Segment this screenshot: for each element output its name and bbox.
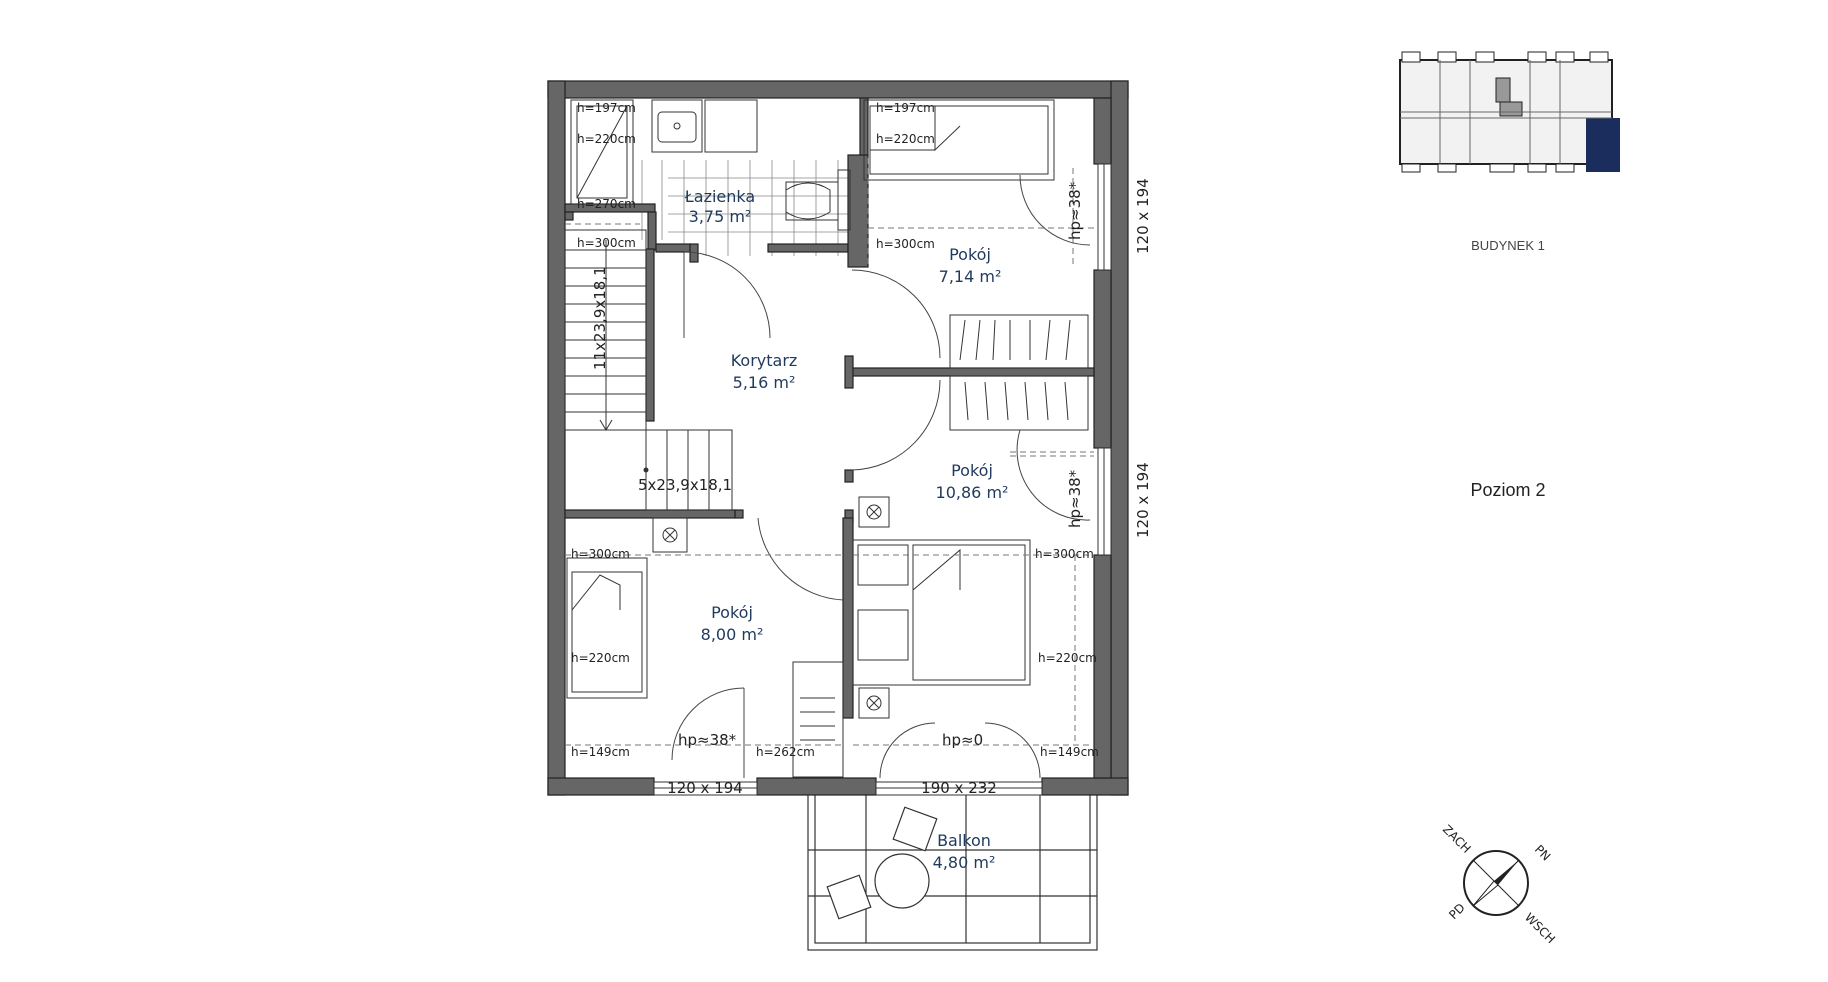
staircase <box>564 229 733 511</box>
key-plan-apartment-highlight <box>1586 118 1620 172</box>
room-name-lazienka: Łazienka <box>684 187 755 206</box>
stair-dimension-label: 5x23,9x18,1 <box>638 476 732 494</box>
compass-north: PN <box>1532 842 1553 863</box>
stair-dimension-label: 11x23,9x18,1 <box>591 266 609 370</box>
balcony-table <box>874 853 930 909</box>
height-label: h=220cm <box>876 132 935 146</box>
room-area-pokoj-e: 10,86 m² <box>936 483 1009 502</box>
height-label: h=197cm <box>577 101 636 115</box>
height-label: h=300cm <box>571 547 630 561</box>
balcony-chair <box>826 874 872 920</box>
room-name-balkon: Balkon <box>937 831 991 850</box>
room-name-pokoj-sw: Pokój <box>711 603 753 622</box>
compass-icon <box>1463 850 1529 916</box>
key-plan <box>1399 51 1620 173</box>
balcony-chair <box>892 806 938 852</box>
bed <box>863 99 1055 181</box>
height-label: h=149cm <box>1040 745 1099 759</box>
balcony <box>807 793 1098 951</box>
building-label: BUDYNEK 1 <box>1471 238 1545 253</box>
room-name-pokoj-ne: Pokój <box>949 245 991 264</box>
bathroom-tiles <box>641 160 868 256</box>
window-size-label: 120 x 194 <box>667 779 743 797</box>
height-label: h=197cm <box>876 101 935 115</box>
shower <box>570 99 634 205</box>
height-label: h=149cm <box>571 745 630 759</box>
washing-machine <box>704 99 758 153</box>
wardrobe <box>949 375 1089 431</box>
room-name-pokoj-e: Pokój <box>951 461 993 480</box>
compass-east: WSCH <box>1522 910 1558 946</box>
windows <box>653 163 1112 796</box>
room-area-lazienka: 3,75 m² <box>689 207 752 226</box>
sill-height-label: hp≈0 <box>942 731 983 749</box>
fixtures <box>570 99 851 231</box>
height-label: h=262cm <box>756 745 815 759</box>
compass-west: ZACH <box>1440 822 1474 856</box>
height-label: h=220cm <box>577 132 636 146</box>
window-size-label: 120 x 194 <box>1134 178 1152 254</box>
wardrobe <box>792 661 844 778</box>
bed <box>566 557 648 699</box>
doors <box>671 174 1091 779</box>
furniture <box>566 99 1089 778</box>
height-label: h=220cm <box>1038 651 1097 665</box>
room-name-korytarz: Korytarz <box>731 351 798 370</box>
height-label: h=220cm <box>571 651 630 665</box>
walls <box>547 80 1129 796</box>
height-label: h=300cm <box>876 237 935 251</box>
window-size-label: 120 x 194 <box>1134 462 1152 538</box>
sill-height-label: hp≈38* <box>1066 181 1084 240</box>
room-area-pokoj-sw: 8,00 m² <box>701 625 764 644</box>
sill-height-label: hp≈38* <box>678 731 737 749</box>
room-area-pokoj-ne: 7,14 m² <box>939 267 1002 286</box>
bed <box>852 539 1031 686</box>
wardrobe <box>949 314 1089 369</box>
level-label: Poziom 2 <box>1470 480 1545 500</box>
height-label: h=300cm <box>577 236 636 250</box>
sill-height-label: hp≈38* <box>1066 469 1084 528</box>
compass-south: PD <box>1446 901 1468 923</box>
height-label: h=270cm <box>577 197 636 211</box>
room-area-balkon: 4,80 m² <box>933 853 996 872</box>
window-size-label: 190 x 232 <box>921 779 997 797</box>
room-area-korytarz: 5,16 m² <box>733 373 796 392</box>
height-label: h=300cm <box>1035 547 1094 561</box>
washbasin <box>651 99 703 153</box>
